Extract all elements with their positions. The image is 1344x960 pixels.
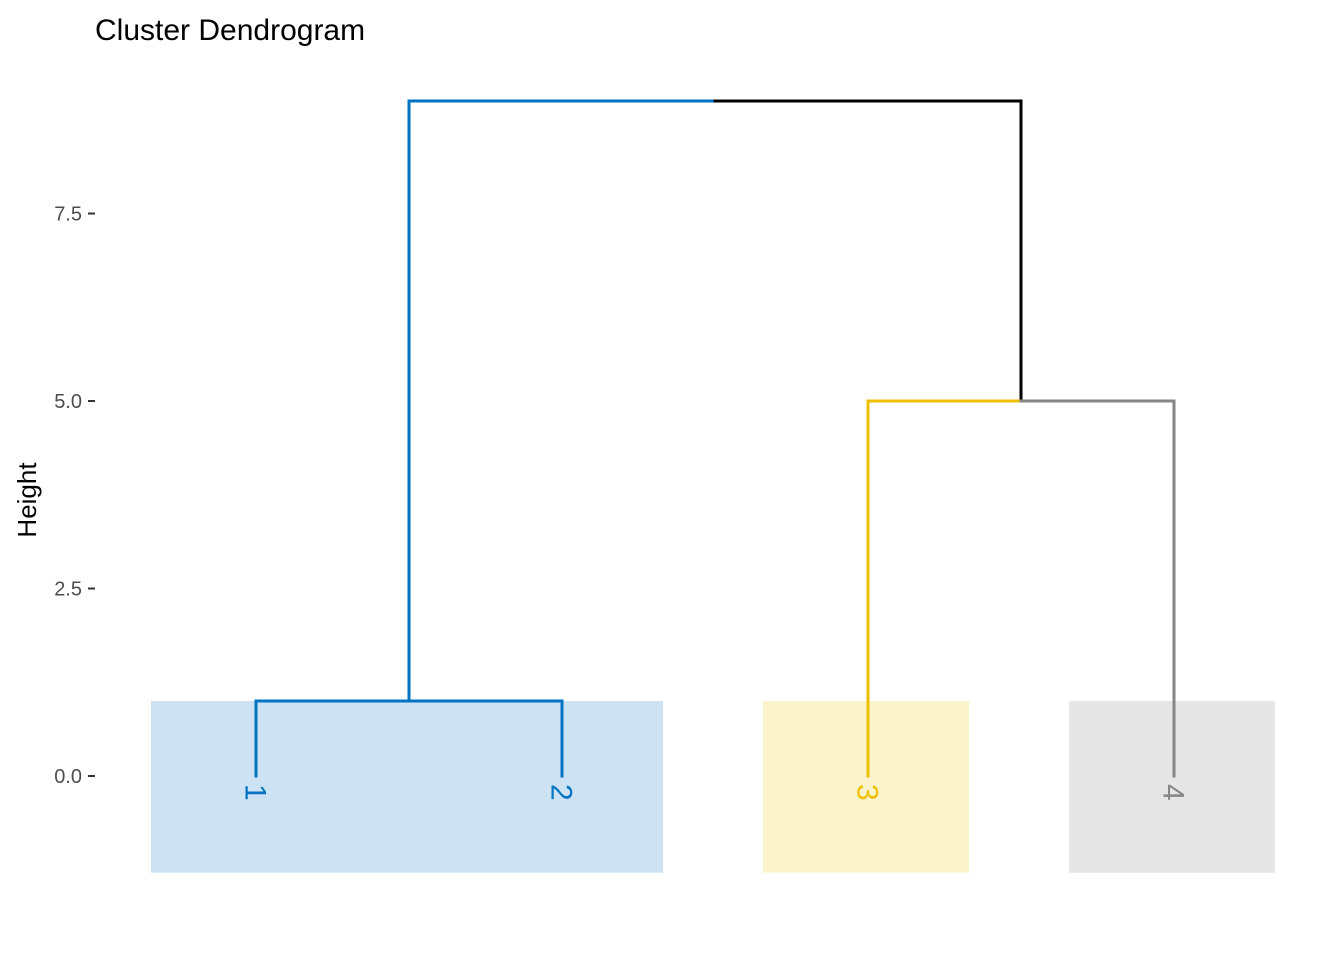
leaf-label-4: 4 [1157, 784, 1190, 801]
y-tick-label: 0.0 [54, 766, 82, 788]
y-axis-label: Height [12, 462, 42, 538]
y-tick-label: 2.5 [54, 579, 82, 601]
dendrogram-branches [254, 99, 1176, 778]
cluster-rect-3 [1069, 701, 1275, 873]
y-axis: 0.0 2.5 5.0 7.5 [54, 204, 95, 788]
cluster-rect-2 [763, 701, 969, 873]
leaf-label-1: 1 [239, 784, 272, 801]
leaf-labels: 1 2 3 4 [239, 784, 1190, 801]
cluster-rect-1 [151, 701, 663, 873]
leaf-label-3: 3 [851, 784, 884, 801]
cluster-rects [151, 701, 1275, 873]
y-tick-label: 5.0 [54, 391, 82, 413]
chart-title: Cluster Dendrogram [95, 14, 365, 47]
leaf-label-2: 2 [545, 784, 578, 801]
y-tick-label: 7.5 [54, 204, 82, 226]
